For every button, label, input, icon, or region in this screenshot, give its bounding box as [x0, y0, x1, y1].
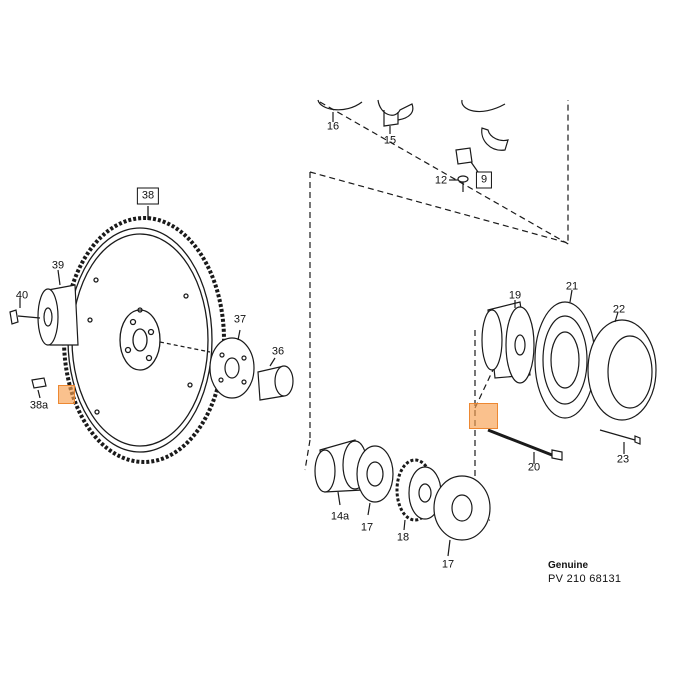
part-number-17-lower: 17 [441, 558, 455, 571]
timing-gear-set [314, 439, 491, 557]
part-number-37: 37 [233, 313, 247, 326]
pulley-set [481, 289, 657, 464]
part-number-38: 38 [136, 187, 160, 205]
part-number-19: 19 [508, 289, 522, 302]
adapter-plate [159, 329, 294, 401]
crank-fragments [317, 99, 509, 192]
part-number-40: 40 [15, 289, 29, 302]
part-number-18: 18 [396, 531, 410, 544]
part-number-39: 39 [51, 259, 65, 272]
highlight-box-flywheel [58, 385, 75, 404]
part-number-22: 22 [612, 303, 626, 316]
part-number-21: 21 [565, 280, 579, 293]
part-number-14a: 14a [330, 510, 350, 523]
highlight-box-bolt [469, 403, 498, 429]
part-number-23: 23 [616, 453, 630, 466]
part-number-15: 15 [383, 134, 397, 147]
part-number-9: 9 [475, 171, 493, 189]
flywheel [62, 206, 226, 464]
part-number-36: 36 [271, 345, 285, 358]
part-number-17-upper: 17 [360, 521, 374, 534]
part-number-20: 20 [527, 461, 541, 474]
part-number-38a: 38a [29, 399, 49, 412]
caption-genuine: Genuine [548, 560, 589, 571]
part-number-16: 16 [326, 120, 340, 133]
flywheel-hub [9, 269, 79, 399]
caption-part-code: PV 210 68131 [548, 573, 622, 585]
part-number-12: 12 [434, 174, 448, 187]
